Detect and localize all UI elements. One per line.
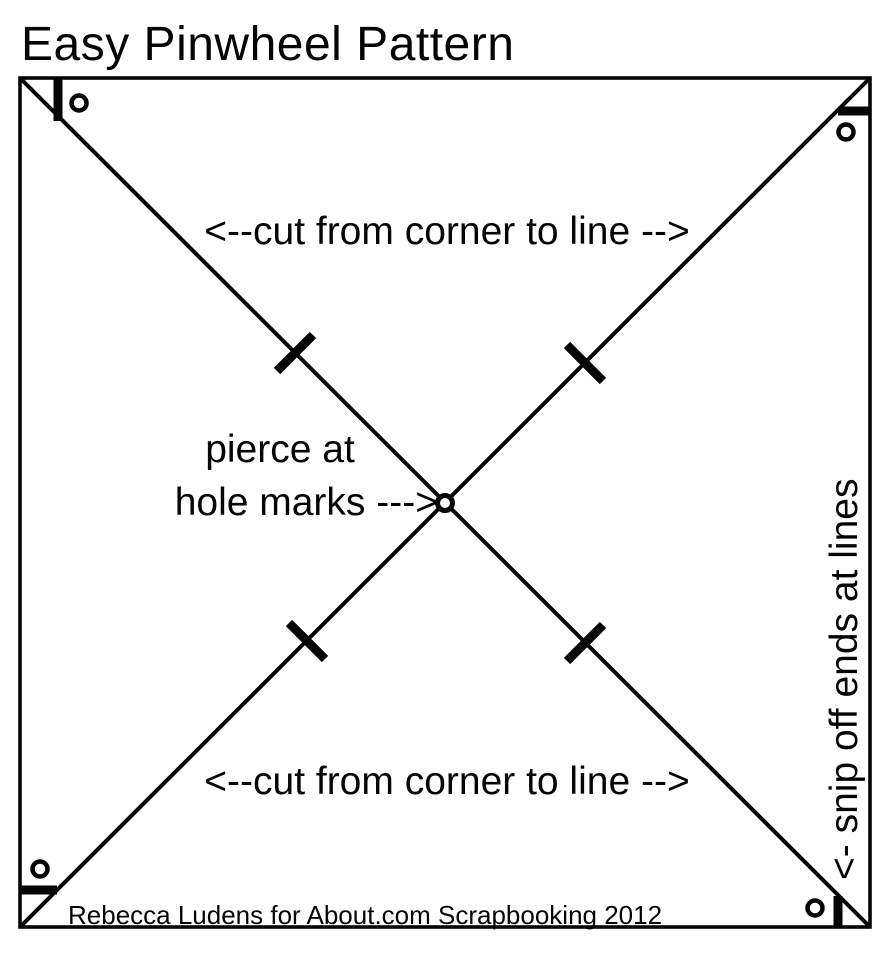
cut-stop-tick-upper-left bbox=[273, 331, 317, 375]
hole-mark-top-right bbox=[836, 122, 856, 142]
cut-stop-tick-upper-right bbox=[563, 341, 607, 385]
cut-instruction-top: <--cut from corner to line --> bbox=[204, 210, 689, 253]
page-title: Easy Pinwheel Pattern bbox=[21, 18, 514, 71]
pattern-square-outline bbox=[18, 76, 872, 929]
hole-mark-center bbox=[435, 493, 455, 513]
snip-instruction-side: <- snip off ends at lines bbox=[823, 479, 866, 880]
pierce-instruction-line2: hole marks ---> bbox=[175, 481, 438, 524]
attribution-text: Rebecca Ludens for About.com Scrapbookin… bbox=[68, 900, 662, 930]
hole-mark-top-left bbox=[69, 93, 89, 113]
cut-stop-tick-lower-left bbox=[285, 619, 329, 663]
cut-instruction-bottom: <--cut from corner to line --> bbox=[204, 760, 689, 803]
hole-mark-bottom-left bbox=[30, 859, 50, 879]
pierce-instruction-line1: pierce at bbox=[205, 428, 355, 471]
hole-mark-bottom-right bbox=[805, 898, 825, 918]
cut-stop-tick-lower-right bbox=[563, 621, 607, 665]
